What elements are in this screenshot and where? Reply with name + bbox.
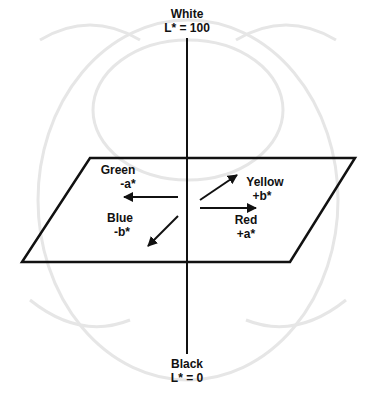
red-arrow: [200, 207, 256, 209]
watermark: [30, 20, 346, 380]
color-name: Green: [101, 164, 136, 177]
blue-arrow: [148, 216, 178, 246]
axis-sign: -b*: [114, 226, 130, 239]
axis-name: White: [171, 8, 204, 21]
axis-name: Black: [171, 358, 203, 371]
axis-value: L* = 0: [171, 372, 203, 385]
lightness-axis: [186, 38, 188, 354]
chroma-plane: [22, 158, 355, 262]
axis-sign: +a*: [237, 228, 255, 241]
color-name: Yellow: [246, 176, 283, 189]
axis-value: L* = 100: [164, 22, 210, 35]
axis-sign: +b*: [252, 190, 271, 203]
green-arrow: [124, 196, 178, 198]
color-name: Blue: [107, 212, 133, 225]
axis-sign: -a*: [120, 178, 135, 191]
color-name: Red: [235, 214, 258, 227]
yellow-arrow: [200, 175, 237, 200]
